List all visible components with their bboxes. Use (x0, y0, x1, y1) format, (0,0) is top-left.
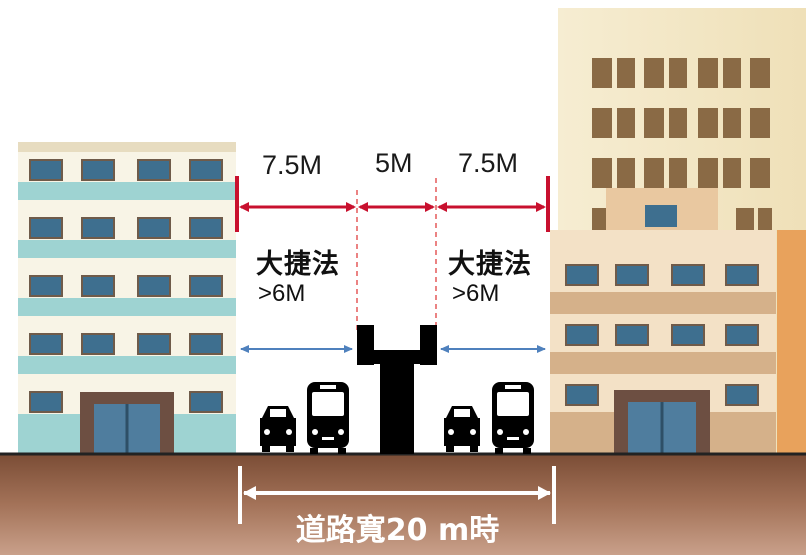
right-law-label: 大捷法 (448, 249, 532, 280)
ground (0, 453, 806, 555)
right-lane-width-label: 7.5M (458, 148, 519, 178)
right-apartment-building (550, 188, 776, 456)
elevated-structure-pier (357, 325, 437, 454)
road-width-dimension (238, 466, 556, 524)
left-lane-width-label: 7.5M (262, 150, 323, 180)
bus-icon (307, 382, 349, 454)
car-icon (444, 406, 480, 452)
right-law-value: >6M (452, 280, 500, 307)
left-law-label: 大捷法 (256, 249, 340, 280)
left-apartment-building (18, 142, 236, 456)
road-width-label: 道路寬20 m時 (295, 513, 500, 548)
bus-icon (492, 382, 534, 454)
left-law-value: >6M (258, 280, 306, 307)
median-width-label: 5M (375, 148, 413, 178)
car-icon (260, 406, 296, 452)
